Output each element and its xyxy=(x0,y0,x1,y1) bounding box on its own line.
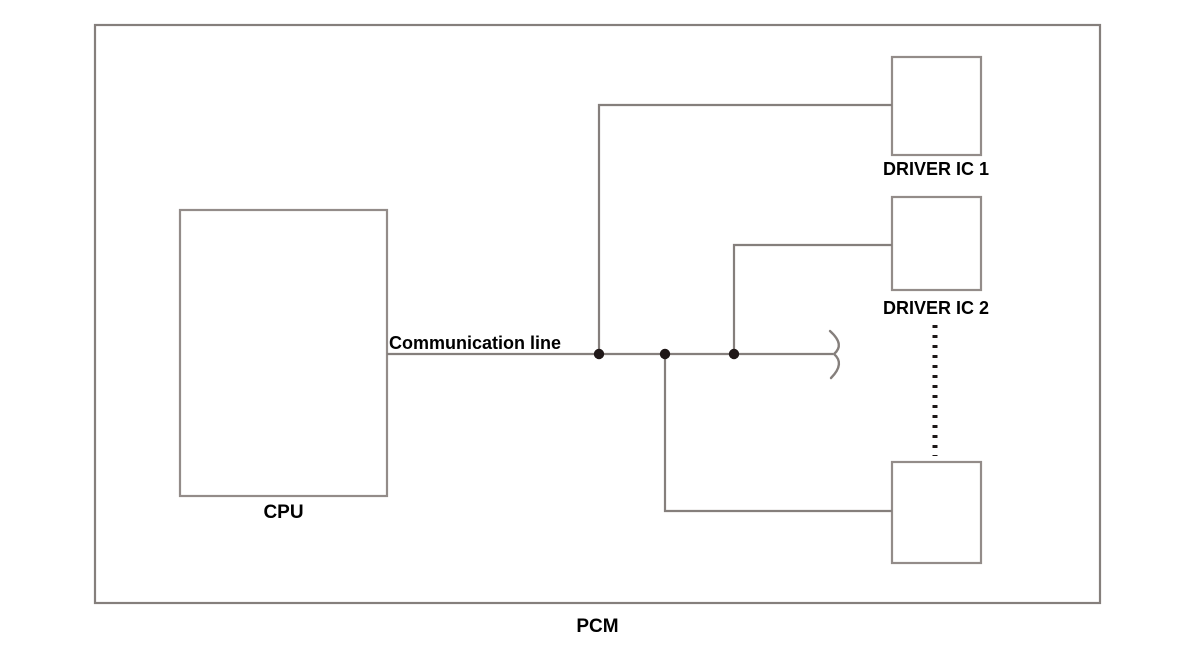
driver-ic-2-block[interactable] xyxy=(890,195,983,292)
pcm-enclosure-label: PCM xyxy=(576,616,619,637)
driver-ic-1-block[interactable] xyxy=(890,55,983,157)
branch-to-driver-ic-1 xyxy=(597,103,892,354)
bus-junction-dot-2 xyxy=(659,348,671,360)
bus-junction-dot-3 xyxy=(728,348,740,360)
driver-ic-2-label: DRIVER IC 2 xyxy=(882,298,990,318)
driver-ic-1-label: DRIVER IC 1 xyxy=(882,159,990,179)
branch-to-driver-ic-n xyxy=(663,354,892,513)
cpu-block-label: CPU xyxy=(263,502,304,523)
bus-junction-dot-1 xyxy=(593,348,605,360)
branch-to-driver-ic-2 xyxy=(732,243,892,354)
bus-break-symbol xyxy=(828,329,841,380)
communication-line-label: Communication line xyxy=(389,333,562,353)
driver-ic-n-block[interactable] xyxy=(890,460,983,565)
cpu-block[interactable] xyxy=(178,208,389,498)
